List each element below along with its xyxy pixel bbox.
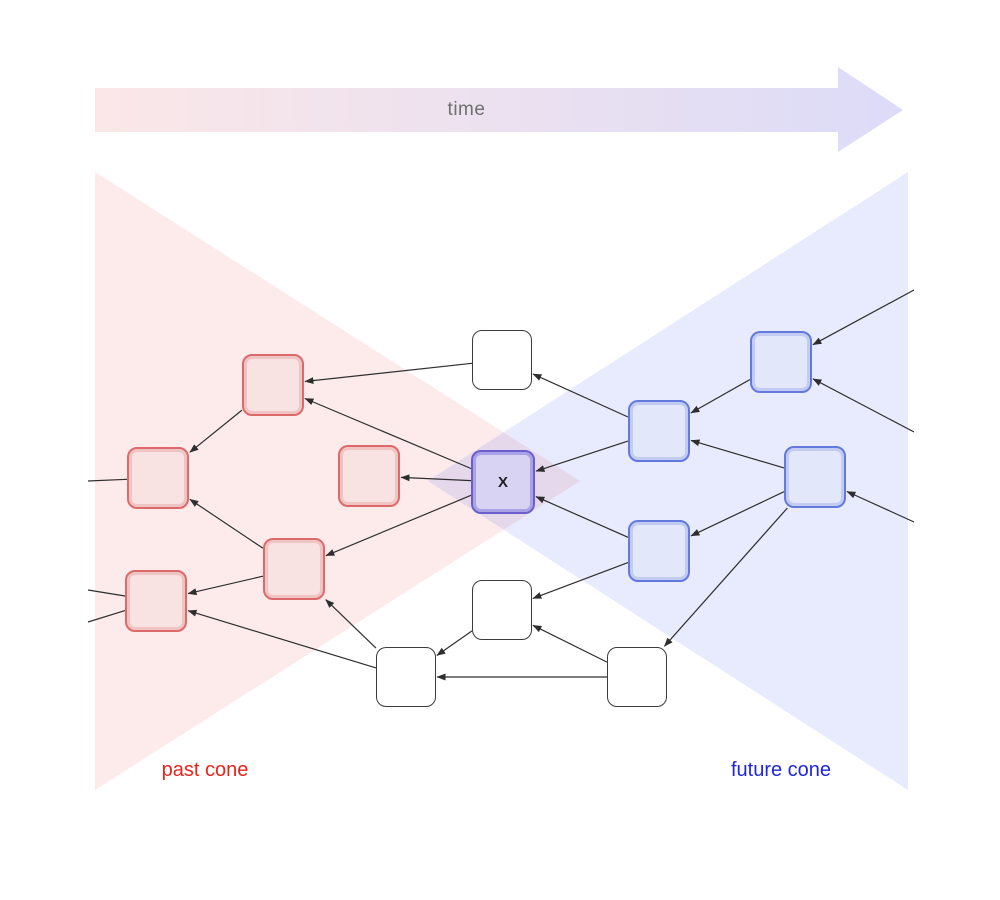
node-f <box>750 331 812 393</box>
edge-w3-e <box>187 609 377 669</box>
edge-h-i <box>690 491 785 537</box>
node-h <box>784 446 846 508</box>
edge-offR2-f <box>812 378 915 433</box>
edge-x-a <box>304 397 472 470</box>
edge-d-b <box>189 498 264 549</box>
future-cone-label: future cone <box>730 759 832 781</box>
edges <box>87 289 915 681</box>
edge-offR1-f <box>812 289 915 346</box>
edge-g-w1 <box>532 373 629 418</box>
node-w1 <box>472 330 532 390</box>
node-w2 <box>472 580 532 640</box>
node-b <box>127 447 189 509</box>
edge-g-x <box>535 440 629 472</box>
edge-w3-d <box>325 599 377 649</box>
edge-x-d <box>325 494 472 557</box>
edge-h-w4 <box>663 507 788 647</box>
node-w4 <box>607 647 667 707</box>
edge-d-e <box>187 575 264 596</box>
edge-f-g <box>690 378 751 414</box>
node-a <box>242 354 304 416</box>
edge-w2-w3 <box>436 630 473 656</box>
edge-e-offL3 <box>87 610 126 623</box>
past-cone-label: past cone <box>161 759 249 781</box>
node-i <box>628 520 690 582</box>
edge-a-b <box>189 409 243 453</box>
edge-i-w2 <box>532 562 629 599</box>
edge-e-offL2 <box>87 589 126 597</box>
node-w3 <box>376 647 436 707</box>
edge-h-g <box>690 439 785 469</box>
future-cone-region <box>428 172 908 790</box>
edge-x-c <box>400 474 472 482</box>
node-e <box>125 570 187 632</box>
edge-offR3-h <box>846 490 915 523</box>
node-x: X <box>471 450 535 514</box>
time-label: time <box>447 99 486 120</box>
node-g <box>628 400 690 462</box>
edge-b-offL1 <box>87 478 128 482</box>
time-arrow <box>95 67 903 152</box>
past-cone-region <box>95 172 580 790</box>
node-c <box>338 445 400 507</box>
node-d <box>263 538 325 600</box>
edge-i-x <box>535 496 629 538</box>
edge-w1-a <box>304 362 473 385</box>
edge-w4-w2 <box>532 624 608 663</box>
